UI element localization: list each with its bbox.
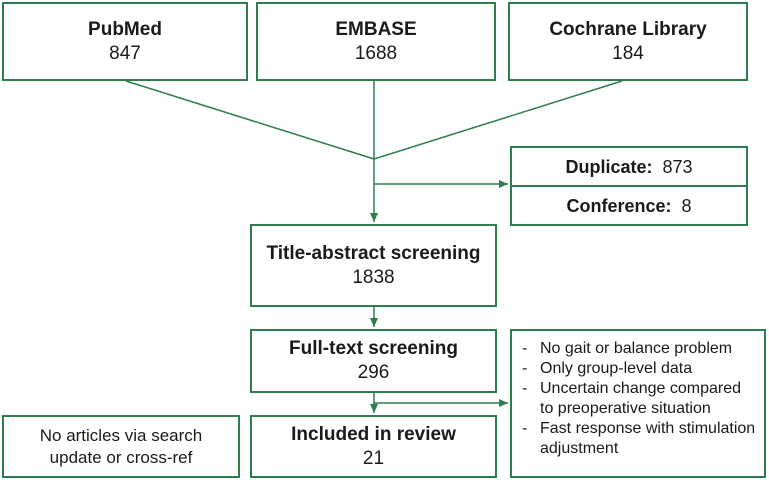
duplicate-count: 873 [662, 156, 693, 177]
merge-line-cochrane [373, 80, 623, 160]
conference-row: Conference: 8 [566, 195, 691, 217]
duplicate-label: Duplicate: [565, 156, 653, 177]
title-abstract-box: Title-abstract screening 1838 [250, 224, 497, 307]
full-text-box: Full-text screening 296 [250, 329, 497, 393]
conference-label: Conference: [566, 195, 672, 216]
exclusion-item: Fast response with stimulation adjustmen… [522, 419, 758, 459]
source-count: 847 [109, 42, 141, 64]
duplicate-row: Duplicate: 873 [565, 156, 692, 178]
full-text-title: Full-text screening [289, 338, 458, 359]
source-box-cochrane: Cochrane Library 184 [508, 2, 748, 81]
duplicate-box: Duplicate: 873 [510, 146, 748, 187]
no-articles-text: No articles via search update or cross-r… [39, 425, 203, 467]
exclusion-item: Only group-level data [522, 359, 758, 379]
source-name: Cochrane Library [549, 18, 707, 40]
included-title: Included in review [291, 423, 456, 445]
source-name: PubMed [88, 18, 162, 40]
conference-count: 8 [681, 195, 692, 216]
full-text-count: 296 [357, 362, 390, 383]
no-articles-box: No articles via search update or cross-r… [2, 415, 240, 478]
conference-box: Conference: 8 [510, 185, 748, 226]
source-box-pubmed: PubMed 847 [2, 2, 248, 81]
merge-line-pubmed [125, 80, 375, 160]
source-name: EMBASE [335, 18, 417, 40]
included-count: 21 [362, 447, 385, 469]
source-box-embase: EMBASE 1688 [256, 2, 496, 81]
exclusion-item: Uncertain change compared to preoperativ… [522, 379, 758, 419]
included-box: Included in review 21 [250, 415, 497, 478]
source-count: 1688 [354, 42, 398, 64]
exclusion-item: No gait or balance problem [522, 339, 758, 359]
exclusion-list: No gait or balance problem Only group-le… [522, 339, 758, 459]
title-abstract-title: Title-abstract screening [266, 242, 481, 264]
source-count: 184 [612, 42, 644, 64]
title-abstract-count: 1838 [352, 266, 395, 288]
full-text-exclusion-box: No gait or balance problem Only group-le… [510, 329, 766, 478]
